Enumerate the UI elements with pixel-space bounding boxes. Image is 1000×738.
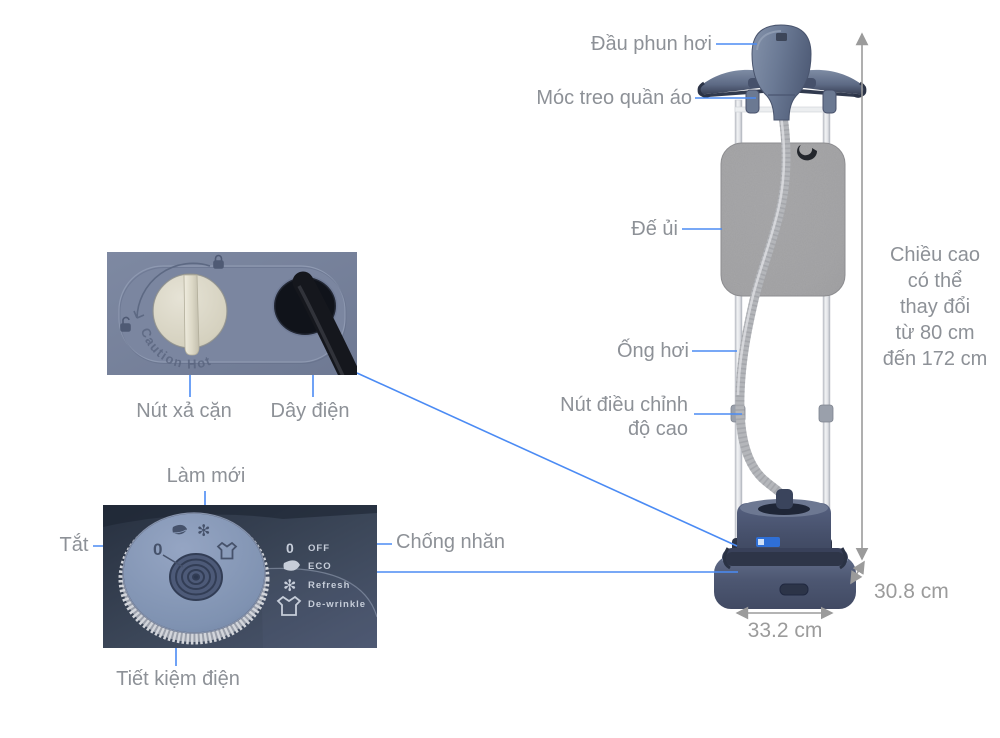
- dimension-arrows: [735, 32, 869, 620]
- mode-dial: 0 ✻: [118, 512, 270, 645]
- legend-label: ECO: [308, 561, 332, 572]
- label-drain-knob: Nút xả cặn: [136, 400, 232, 422]
- steam-head: [751, 24, 812, 121]
- legend-row-off: 0 OFF: [286, 540, 330, 556]
- height-adjust-clamp-right: [818, 404, 834, 423]
- label-height-adjust-line2: độ cao: [627, 418, 688, 440]
- hanger-hook-left: [697, 81, 711, 98]
- flower-icon: ✻: [197, 523, 210, 540]
- height-note-line: thay đổi: [899, 296, 971, 318]
- flower-icon: ✻: [283, 578, 296, 595]
- leaf-icon: [283, 560, 300, 571]
- height-note-line: đến 172 cm: [882, 348, 988, 370]
- width-dimension: 33.2 cm: [747, 619, 823, 642]
- power-cord: [272, 271, 357, 375]
- label-mode-refresh: Làm mới: [166, 465, 246, 487]
- lock-closed-icon: [213, 254, 224, 269]
- lock-open-icon: [120, 316, 131, 332]
- steam-hose: [735, 97, 791, 507]
- label-mode-eco: Tiết kiệm điện: [116, 668, 240, 690]
- dial-pointer: [162, 554, 184, 568]
- pad-hook-notch: [797, 145, 818, 161]
- depth-arrow: [850, 560, 865, 585]
- dial-face-icons: 0 ✻: [153, 523, 238, 568]
- inset-drain-knob-photo: Caution Hot: [107, 252, 357, 375]
- pedestal: [714, 556, 856, 609]
- leader-inset-drain-to-base: [356, 372, 738, 547]
- label-hanger: Móc treo quần áo: [536, 87, 692, 109]
- dial-center-rings: [169, 553, 223, 601]
- height-note-line: từ 80 cm: [895, 322, 975, 344]
- dial-legend: 0 OFF ECO ✻ Refresh De-wrinkle: [276, 540, 366, 616]
- label-height-adjust: Nút điều chỉnh độ cao: [560, 393, 688, 441]
- depth-dimension: 30.8 cm: [874, 580, 949, 603]
- legend-row-eco: ECO: [283, 560, 332, 572]
- brand-logo-head: [776, 33, 787, 41]
- label-steam-hose: Ống hơi: [616, 340, 689, 362]
- mode-dial-illustration: 0 ✻ 0 OFF ECO: [103, 505, 377, 648]
- lock-indicator-arc: [133, 262, 211, 319]
- height-note-line: có thể: [907, 270, 963, 292]
- legend-label: OFF: [308, 543, 330, 554]
- leaf-icon: [172, 524, 187, 535]
- height-note-line: Chiều cao: [889, 244, 981, 266]
- label-steam-head: Đầu phun hơi: [591, 33, 712, 55]
- label-iron-pad: Đế ủi: [631, 218, 678, 240]
- trouser-clip-left: [745, 89, 760, 114]
- shirt-icon: [216, 541, 238, 560]
- label-power-cord: Dây điện: [270, 400, 350, 422]
- label-mode-dewrinkle: Chống nhăn: [396, 531, 505, 553]
- power-off-icon: 0: [286, 540, 294, 556]
- panel-reflection: [103, 505, 377, 527]
- drain-knob-illustration: Caution Hot: [107, 252, 357, 375]
- legend-label: De-wrinkle: [308, 599, 366, 610]
- base-unit: [714, 489, 856, 609]
- legend-panel-edge: [260, 567, 377, 618]
- legend-row-refresh: ✻ Refresh: [283, 578, 350, 595]
- carry-handle-notch: [779, 583, 809, 596]
- inset-mode-dial-photo: 0 ✻ 0 OFF ECO: [103, 505, 377, 648]
- label-mode-off: Tắt: [59, 534, 89, 556]
- label-height-adjust-line1: Nút điều chỉnh: [560, 394, 688, 416]
- legend-row-dewrinkle: De-wrinkle: [276, 595, 366, 616]
- drain-knob: [152, 273, 228, 356]
- ironing-pad: [720, 142, 846, 297]
- power-off-icon: 0: [153, 540, 162, 559]
- trouser-clip-right: [822, 89, 837, 114]
- shirt-icon: [276, 595, 302, 616]
- height-range-note: Chiều cao có thể thay đổi từ 80 cm đến 1…: [866, 242, 1000, 372]
- legend-label: Refresh: [308, 580, 350, 591]
